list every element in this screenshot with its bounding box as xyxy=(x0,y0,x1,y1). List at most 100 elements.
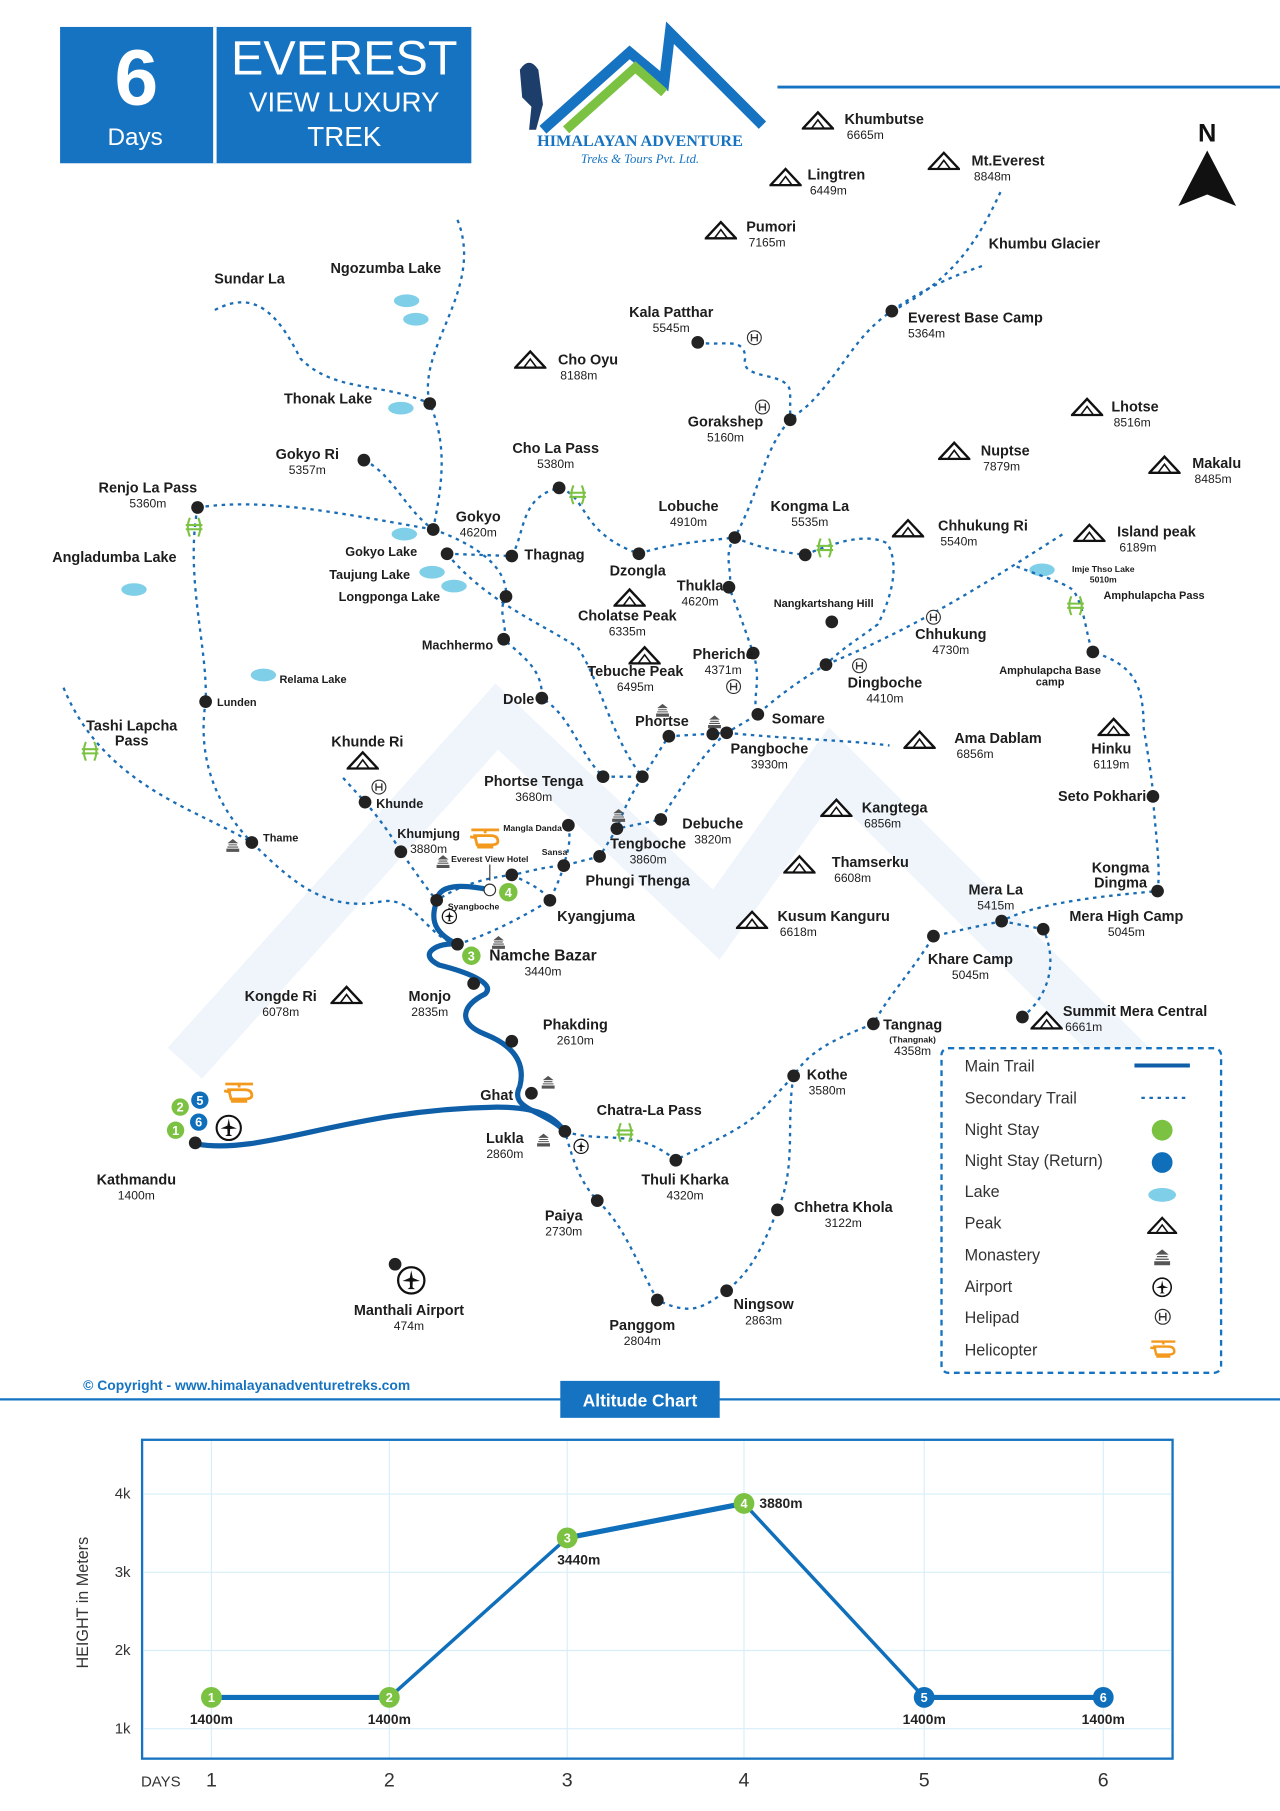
north-arrow: N xyxy=(1178,119,1237,207)
days-label: Days xyxy=(108,124,163,151)
chart-title-badge xyxy=(560,1380,720,1418)
stop-dot xyxy=(669,1153,683,1167)
stop-name-lunden: Lunden xyxy=(217,697,257,709)
x-tick-label: 4 xyxy=(739,1769,750,1791)
stop-name-phortse: Phortse xyxy=(635,714,689,730)
feature-longponga-lake: Longponga Lake xyxy=(339,590,441,604)
stop-name-syangboche: Syangboche xyxy=(448,902,500,912)
helipad-icon xyxy=(851,658,868,674)
night-stay-marker xyxy=(171,1098,189,1116)
peak-icon xyxy=(801,111,835,130)
peak-altitude: 6078m xyxy=(262,1005,299,1019)
stop-dot xyxy=(722,580,736,594)
y-tick-label: 3k xyxy=(115,1564,131,1581)
stop-name-phungi-thenga: Phungi Thenga xyxy=(586,873,691,889)
altitude-point xyxy=(733,1493,755,1514)
stop-name-cont: Dingma xyxy=(1094,876,1148,892)
peak-icon xyxy=(628,646,661,665)
peaks: Khumbutse6665mLingtren6449mMt.Everest884… xyxy=(245,111,1241,1034)
stop-dot xyxy=(552,481,566,495)
lakes xyxy=(121,294,1055,682)
peak-icon xyxy=(1148,455,1181,475)
peak-name-kongde-ri: Kongde Ri xyxy=(245,989,317,1005)
y-tick-label: 1k xyxy=(115,1720,131,1737)
altitude-point-number: 2 xyxy=(386,1691,393,1705)
night-stay-marker xyxy=(191,1091,209,1109)
stop-altitude: 5380m xyxy=(537,457,574,471)
trekker-icon xyxy=(519,62,543,130)
stop-dot xyxy=(662,729,676,743)
helipad-icon xyxy=(1154,1308,1171,1325)
stop-subname: (Thangnak) xyxy=(889,1034,936,1044)
stop-name-khare-camp: Khare Camp xyxy=(928,952,1013,968)
stop-name-tashi-lapcha-pass: Tashi Lapcha xyxy=(86,718,178,734)
peak-icon xyxy=(927,151,960,171)
stop-name-kongma-la: Kongma La xyxy=(771,499,851,515)
stop-name-thame: Thame xyxy=(263,832,298,844)
peak-altitude: 5540m xyxy=(940,535,977,549)
pass-icon xyxy=(80,740,100,762)
stop-name-monjo: Monjo xyxy=(408,989,451,1005)
stop-name-manthali-airport: Manthali Airport xyxy=(354,1303,464,1319)
altitude-point xyxy=(556,1527,578,1549)
x-tick-label: 5 xyxy=(919,1769,930,1791)
stop-dot xyxy=(720,726,733,740)
stop-dot xyxy=(440,547,454,561)
copyright-link[interactable]: © Copyright - www.himalayanadventuretrek… xyxy=(83,1377,410,1393)
stop-altitude: 474m xyxy=(394,1319,424,1333)
night-stay-number: 6 xyxy=(195,1116,202,1130)
stop-name-pheriche: Pheriche xyxy=(693,647,754,663)
stop-altitude: 5535m xyxy=(791,515,828,529)
altitude-data-label: 1400m xyxy=(903,1711,946,1727)
peak-name-tebuche-peak: Tebuche Peak xyxy=(587,664,684,680)
stop-name-chhukung: Chhukung xyxy=(915,627,986,643)
peak-altitude: 6661m xyxy=(1065,1020,1102,1034)
peak-name-makalu: Makalu xyxy=(1192,456,1241,472)
north-label: N xyxy=(1198,119,1216,147)
stop-dot xyxy=(562,818,575,832)
stop-name-gokyo-ri: Gokyo Ri xyxy=(276,447,339,463)
stop-name-cont: camp xyxy=(1036,676,1065,688)
peak-icon xyxy=(704,220,738,240)
stop-altitude: 3580m xyxy=(809,1083,846,1097)
altitude-point-number: 3 xyxy=(564,1531,571,1545)
stop-dot xyxy=(610,822,624,836)
stop-dot xyxy=(596,770,610,784)
altitude-point-number: 6 xyxy=(1100,1691,1107,1705)
stop-dot xyxy=(691,335,705,349)
stop-altitude: 5045m xyxy=(952,968,989,982)
peak-icon xyxy=(1073,523,1106,543)
stop-name-cho-la-pass: Cho La Pass xyxy=(512,441,599,457)
stop-name-nangkartshang-hill: Nangkartshang Hill xyxy=(774,598,874,610)
peak-altitude: 6856m xyxy=(957,747,994,761)
peak-name-summit-mera-central: Summit Mera Central xyxy=(1063,1004,1207,1020)
title-block: 6 Days EVEREST VIEW LUXURY TREK xyxy=(60,26,472,164)
legend: Main Trail Secondary Trail Night Stay Ni… xyxy=(940,1047,1223,1374)
peak-name-hinku: Hinku xyxy=(1091,742,1131,758)
airport-icon xyxy=(573,1138,589,1155)
stop-name-machhermo: Machhermo xyxy=(422,639,493,653)
stop-dot xyxy=(825,615,839,629)
stop-name-kyangjuma: Kyangjuma xyxy=(557,909,636,925)
stop-name-phortse-tenga: Phortse Tenga xyxy=(484,774,584,790)
stop-name-amphulapcha-base-camp: Amphulapcha Base xyxy=(999,665,1101,677)
altitude-line-segment xyxy=(742,1502,926,1699)
stop-name-dzongla: Dzongla xyxy=(610,564,667,580)
stop-name-everest-base-camp: Everest Base Camp xyxy=(908,311,1043,327)
peak-name-khunde-ri: Khunde Ri xyxy=(331,735,403,751)
legend-airport: Airport xyxy=(965,1278,1013,1296)
stop-dot xyxy=(720,1284,733,1298)
stop-altitude: 5160m xyxy=(707,431,744,445)
altitude-line-segment xyxy=(566,1500,745,1541)
stop-name-thagnag: Thagnag xyxy=(524,548,584,564)
stop-dot xyxy=(746,646,760,660)
stop-name-kongma-dingma: Kongma xyxy=(1092,861,1151,877)
stop-dot xyxy=(423,397,437,410)
stop-dot xyxy=(188,1136,202,1150)
stop-name-pangboche: Pangboche xyxy=(730,742,808,758)
peak-icon xyxy=(613,588,646,607)
stop-name-sansa: Sansa xyxy=(542,847,568,857)
